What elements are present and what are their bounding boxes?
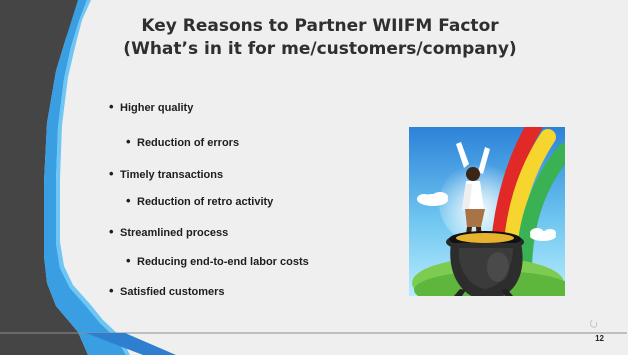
slide-number: 12	[595, 334, 604, 343]
bullet-reduction-of-errors: Reduction of errors	[126, 135, 239, 150]
slide-title-line-2: (What’s in it for me/customers/company)	[123, 39, 517, 59]
bullet-streamlined-process: Streamlined process	[109, 225, 228, 240]
pot-of-gold-rainbow-icon	[409, 127, 565, 296]
slide-title: Key Reasons to Partner WIIFM Factor (Wha…	[110, 15, 530, 61]
bullet-satisfied-customers: Satisfied customers	[109, 284, 225, 299]
bullet-reduction-of-retro-activity: Reduction of retro activity	[126, 194, 273, 209]
slide-title-line-1: Key Reasons to Partner WIIFM Factor	[141, 16, 499, 36]
bullet-higher-quality: Higher quality	[109, 100, 193, 115]
bullet-timely-transactions: Timely transactions	[109, 167, 223, 182]
bullet-reducing-labor-costs: Reducing end-to-end labor costs	[126, 254, 309, 269]
